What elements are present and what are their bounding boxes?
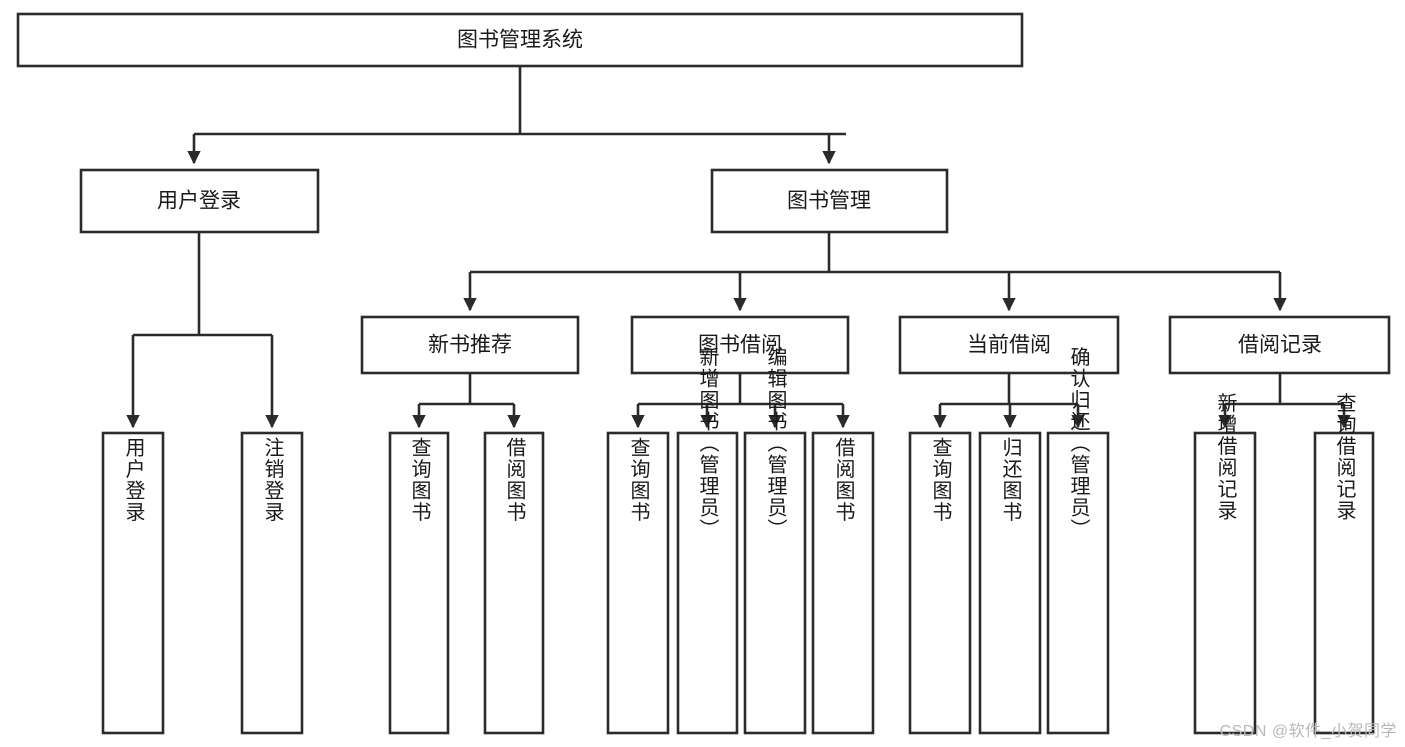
node-borrow-record-label: 借阅记录: [1238, 334, 1322, 357]
leaf-query-book-1[interactable]: 查询图书: [388, 431, 450, 735]
leaf-edit-book[interactable]: 编辑图书（管理员）: [743, 346, 807, 735]
leaf-query-record-label: 查询借阅记录: [1333, 392, 1356, 521]
leaf-query-book-2-box[interactable]: [606, 431, 670, 735]
node-new-book-recommend[interactable]: 新书推荐: [360, 315, 580, 375]
node-book-borrow-box[interactable]: [630, 315, 850, 375]
leaf-query-book-2[interactable]: 查询图书: [606, 431, 670, 735]
leaf-borrow-book-2-label: 借阅图书: [832, 437, 855, 523]
leaf-add-book-label: 新增图书（管理员）: [696, 346, 719, 540]
leaf-confirm-return[interactable]: 确认归还（管理员）: [1046, 346, 1110, 735]
node-user-login-label: 用户登录: [157, 190, 241, 213]
leaf-confirm-return-label: 确认归还（管理员）: [1067, 346, 1090, 540]
leaf-user-login[interactable]: 用户登录: [101, 431, 165, 735]
node-borrow-record-box[interactable]: [1168, 315, 1391, 375]
leaf-user-login-label: 用户登录: [122, 437, 145, 523]
leaf-query-record-box[interactable]: [1313, 431, 1375, 735]
leaf-add-book-box[interactable]: [676, 431, 739, 735]
leaf-query-book-3[interactable]: 查询图书: [908, 431, 972, 735]
edges-current-borrow-to-leaves: [933, 373, 1085, 429]
leaf-edit-book-label: 编辑图书（管理员）: [764, 346, 787, 540]
edges-borrow-record-to-leaves: [1218, 373, 1351, 429]
node-book-borrow-label: 图书借阅: [698, 334, 782, 357]
leaf-borrow-book-2[interactable]: 借阅图书: [811, 431, 875, 735]
leaf-query-book-3-box[interactable]: [908, 431, 972, 735]
leaf-add-record[interactable]: 新增借阅记录: [1193, 392, 1257, 735]
leaf-query-book-3-label: 查询图书: [929, 437, 952, 523]
node-user-login[interactable]: 用户登录: [79, 168, 320, 234]
leaf-query-book-2-label: 查询图书: [627, 437, 650, 523]
node-current-borrow[interactable]: 当前借阅: [898, 315, 1120, 375]
edges-user-login-to-leaves: [126, 232, 279, 429]
leaf-logout[interactable]: 注销登录: [240, 431, 304, 735]
node-root-label: 图书管理系统: [457, 29, 583, 52]
leaf-return-book-label: 归还图书: [999, 437, 1022, 523]
leaf-logout-box[interactable]: [240, 431, 304, 735]
node-new-book-recommend-label: 新书推荐: [428, 334, 512, 357]
leaf-borrow-book-1[interactable]: 借阅图书: [483, 431, 545, 735]
node-book-manage[interactable]: 图书管理: [710, 168, 949, 234]
node-current-borrow-box[interactable]: [898, 315, 1120, 375]
leaf-borrow-book-2-box[interactable]: [811, 431, 875, 735]
leaf-borrow-book-1-label: 借阅图书: [503, 437, 526, 523]
node-root[interactable]: 图书管理系统: [16, 12, 1024, 68]
node-current-borrow-label: 当前借阅: [967, 334, 1051, 357]
leaf-add-book[interactable]: 新增图书（管理员）: [676, 346, 739, 735]
leaf-edit-book-box[interactable]: [743, 431, 807, 735]
leaf-query-book-1-label: 查询图书: [408, 437, 431, 523]
leaf-query-record[interactable]: 查询借阅记录: [1313, 392, 1375, 735]
edges-book-borrow-to-leaves: [631, 373, 850, 429]
leaf-add-record-box[interactable]: [1193, 431, 1257, 735]
leaf-return-book-box[interactable]: [978, 431, 1042, 735]
node-book-manage-label: 图书管理: [787, 190, 871, 213]
edges-book-manage-to-level3: [463, 232, 1287, 312]
node-root-box[interactable]: [16, 12, 1024, 68]
node-borrow-record[interactable]: 借阅记录: [1168, 315, 1391, 375]
leaf-borrow-book-1-box[interactable]: [483, 431, 545, 735]
leaf-add-record-label: 新增借阅记录: [1214, 392, 1237, 521]
leaf-return-book[interactable]: 归还图书: [978, 431, 1042, 735]
leaf-query-book-1-box[interactable]: [388, 431, 450, 735]
leaf-user-login-box[interactable]: [101, 431, 165, 735]
edges-new-book-rec-to-leaves: [412, 373, 521, 429]
node-new-book-recommend-box[interactable]: [360, 315, 580, 375]
leaf-logout-label: 注销登录: [261, 437, 284, 523]
edges-root-to-level2: [187, 66, 846, 165]
leaf-confirm-return-box[interactable]: [1046, 431, 1110, 735]
node-book-borrow[interactable]: 图书借阅: [630, 315, 850, 375]
node-user-login-box[interactable]: [79, 168, 320, 234]
node-book-manage-box[interactable]: [710, 168, 949, 234]
csdn-watermark: CSDN @软件_小贺同学: [1219, 723, 1397, 740]
